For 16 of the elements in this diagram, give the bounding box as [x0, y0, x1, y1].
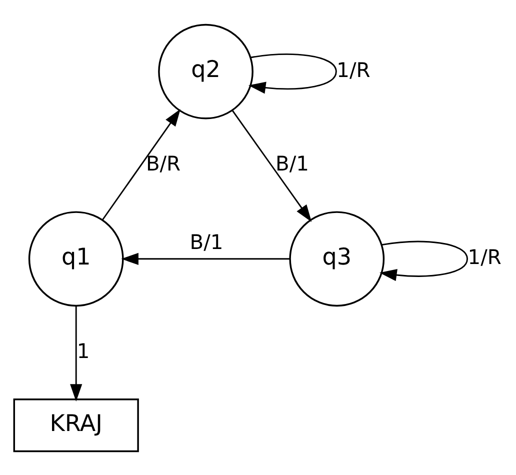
node-circle: q2 [158, 23, 254, 119]
arrow [232, 109, 312, 222]
arrow [121, 252, 290, 264]
arrow [70, 305, 82, 401]
node-circle: q1 [28, 210, 124, 306]
arrow [380, 240, 468, 281]
edge-label: B/R [146, 151, 181, 176]
edge-label: B/1 [190, 230, 224, 254]
node-circle: q3 [289, 210, 385, 306]
node-box: KRAJ [13, 398, 139, 452]
edge-label: B/1 [275, 151, 309, 176]
edge-label: 1 [76, 338, 90, 362]
arrow [102, 108, 180, 220]
edge-label: 1/R [336, 57, 370, 82]
arrow [248, 53, 337, 94]
edge-label: 1/R [468, 244, 502, 269]
